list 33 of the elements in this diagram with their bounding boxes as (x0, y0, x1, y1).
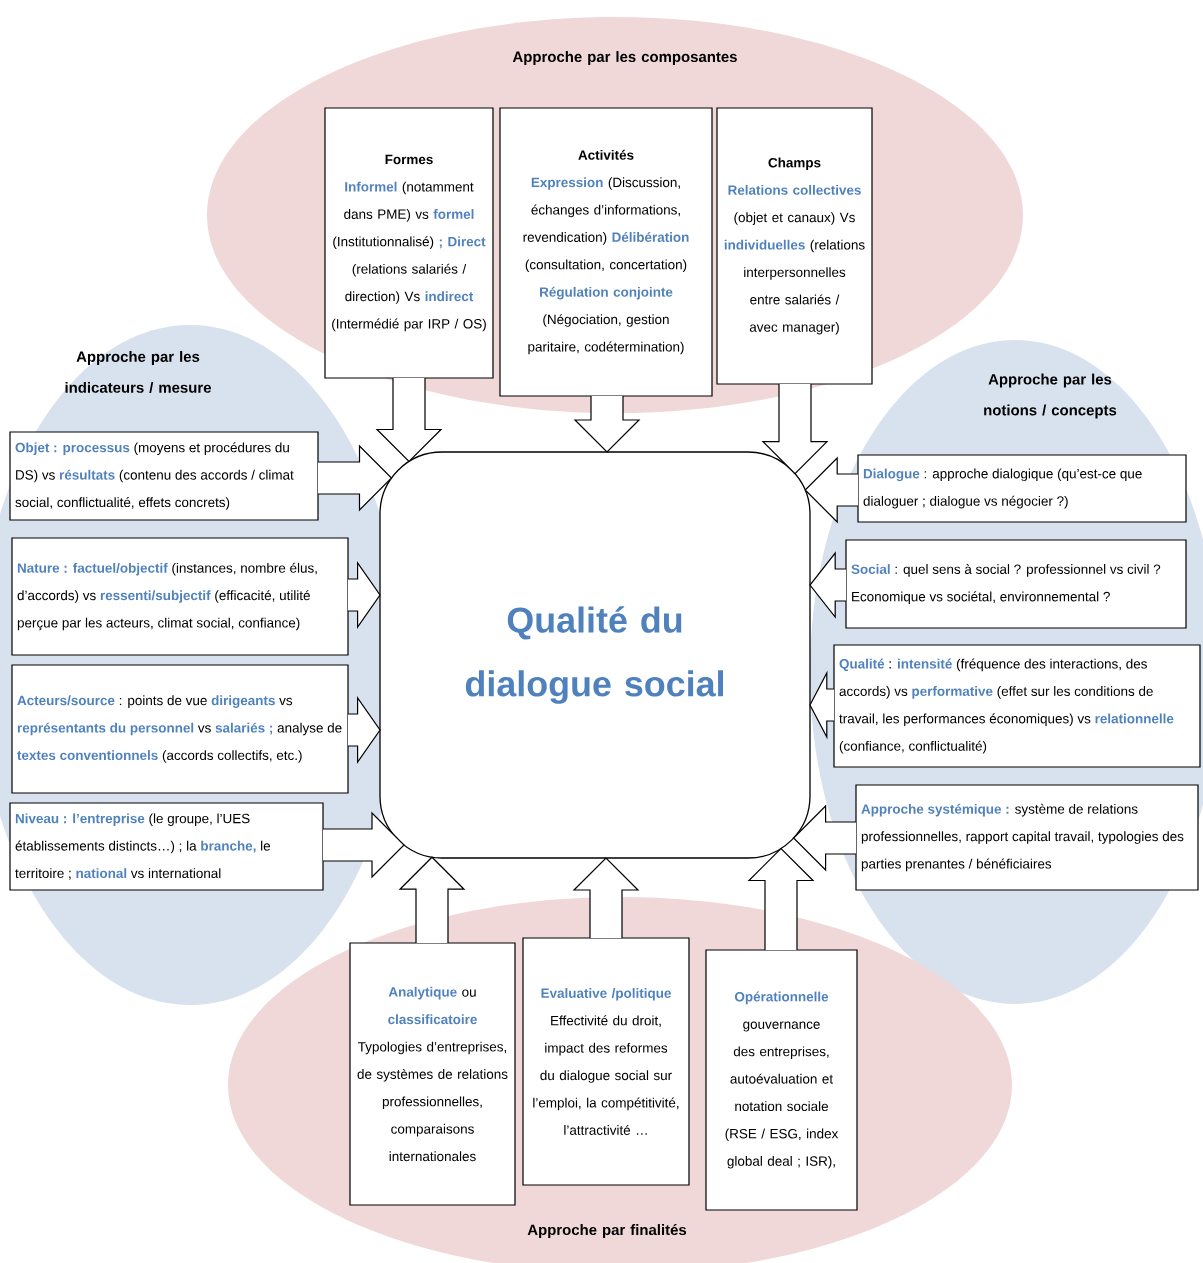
rounded-box: Qualité du dialogue social (379, 451, 811, 859)
text-box: Activités Expression (Discussion, échanges d’informations, revendication) Délibération (consultation, concertation) Régulation conjointe (Négociation, gestion paritaire, codétermination) (499, 107, 713, 397)
approach-heading: Approche par finalités (527, 1224, 687, 1239)
text-box: Objet : processus (moyens et procédures du DS) vs résultats (contenu des accords / climat social, conflictualité, effets concrets) (9, 431, 319, 521)
text-box: Dialogue : approche dialogique (qu’est-ce que dialoguer ; dialogue vs négocier ?) (857, 454, 1187, 523)
text-box: Nature : factuel/objectif (instances, nombre élus, d’accords) vs ressenti/subjectif (efficacité, utilité perçue par les acteurs, climat social, confiance) (11, 537, 349, 656)
block-arrow (804, 456, 859, 524)
text-box: Opérationnelle gouvernance des entreprises, autoévaluation et notation sociale (RSE / ESG, index global deal ; ISR), (705, 949, 858, 1211)
block-arrow (809, 670, 835, 740)
text-box: Evaluative /politique Effectivité du droit, impact des reformes du dialogue social sur l’emploi, la compétitivité, l’attractivité … (522, 937, 690, 1186)
approach-heading: Approche par les indicateurs / mesure (65, 351, 211, 393)
block-arrow (761, 383, 829, 475)
block-arrow (347, 696, 381, 764)
block-arrow (398, 856, 466, 944)
block-arrow (809, 551, 847, 619)
approach-heading: Approche par les composantes (512, 51, 737, 65)
block-arrow (322, 811, 405, 879)
block-arrow (747, 847, 815, 951)
text-box: Social : quel sens à social ? professionnel vs civil ? Economique vs sociétal, environnemental ? (845, 539, 1187, 629)
text-box: Approche systémique : système de relations professionnelles, rapport capital travail, typologies des parties prenantes / bénéficiaires (855, 784, 1199, 891)
text-box: Formes Informel (notamment dans PME) vs formel (Institutionnalisé) ; Direct (relations salariés / direction) Vs indirect (Intermédié par IRP / OS) (324, 107, 494, 379)
block-arrow (792, 804, 857, 872)
text-box: Niveau : l’entreprise (le groupe, l’UES établissements distincts…) ; la branche, le territoire ; national vs international (9, 802, 324, 891)
text-box: Champs Relations collectives (objet et canaux) Vs individuelles (relations interpersonnelles entre salariés / avec manager) (716, 107, 873, 385)
approach-heading: Approche par les notions / concepts (984, 373, 1117, 419)
text-box: Analytique ou classificatoire Typologies d’entreprises, de systèmes de relations professionnelles, comparaisons internationales (349, 942, 516, 1206)
block-arrow (317, 444, 393, 512)
text-box: Acteurs/source : points de vue dirigeants vs représentants du personnel vs salariés ; analyse de textes conventionnels (accords collectifs, etc.) (11, 664, 349, 794)
text-box: Qualité : intensité (fréquence des interactions, des accords) vs performative (effet sur les conditions de travail, les performances économiques) vs relationnelle (confiance, conflictualité) (833, 644, 1201, 768)
block-arrow (347, 561, 381, 629)
block-arrow (572, 857, 640, 939)
block-arrow (375, 377, 443, 463)
block-arrow (573, 395, 641, 453)
